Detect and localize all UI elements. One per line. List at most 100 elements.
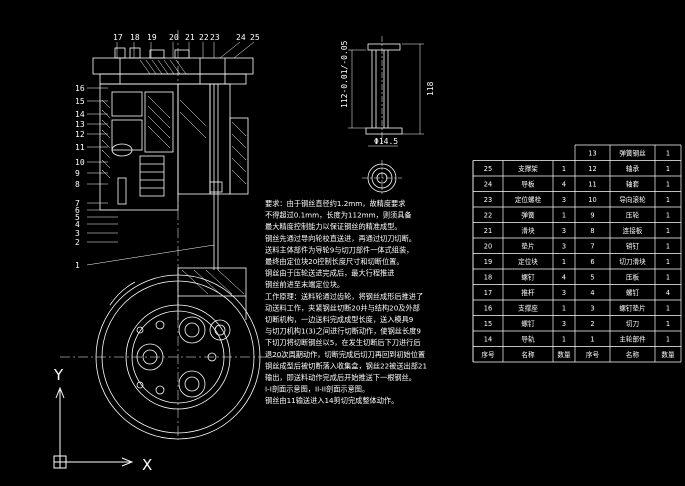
table-cell: 1 <box>666 196 670 204</box>
part-label-top: 18 <box>130 33 140 42</box>
part-label-left: 3 <box>75 229 80 238</box>
note-line: 钢丝前进至末端定位块。 <box>265 280 344 289</box>
main-assembly <box>92 47 254 320</box>
table-cell: 20 <box>484 243 492 251</box>
table-cell: 导板 <box>521 180 535 189</box>
note-line: 送料主体部件为导轮9与切刀部件一体式组装， <box>265 245 413 254</box>
part-label-left: 13 <box>75 120 85 129</box>
table-cell: 1 <box>666 336 670 344</box>
part-label-left: 7 <box>75 199 80 208</box>
part-label-left: 4 <box>75 220 80 229</box>
part-label-left: 2 <box>75 238 80 247</box>
table-cell: 1 <box>666 165 670 173</box>
table-cell: 螺钉 <box>521 319 535 328</box>
note-line: 退20次周期动作，切断完成后切刀再回到初始位置 <box>265 350 425 359</box>
table-cell: 19 <box>484 258 492 266</box>
table-header-cell: 序号 <box>481 350 495 359</box>
part-label-left: 12 <box>75 130 85 139</box>
table-cell: 9 <box>590 212 594 220</box>
table-cell: 3 <box>562 243 566 251</box>
table-cell: 8 <box>590 227 594 235</box>
part-label-left: 9 <box>75 169 80 178</box>
part-label-top: 20 <box>169 33 179 42</box>
note-line: 工作原理：送料轮通过齿轮，将钢丝成形后推进了 <box>265 292 423 301</box>
table-header-cell: 名称 <box>521 350 535 359</box>
note-line: 下切刀将切断钢丝以5，在发生切断后下刀进行后 <box>265 338 421 347</box>
part-label-top: 17 <box>113 33 123 42</box>
table-cell: 切刀 <box>626 320 639 328</box>
table-cell: 1 <box>666 212 670 220</box>
note-line: 钢丝由于压轮送进完成后，最大行程推进 <box>265 269 394 278</box>
part-label-top: 22 <box>199 33 209 42</box>
table-header-cell: 数量 <box>661 350 675 359</box>
table-cell: 4 <box>590 289 594 297</box>
note-line: 最大精度控制能力以保证钢丝的精准成型。 <box>265 222 402 231</box>
table-cell: 6 <box>590 258 594 266</box>
part-label-top: 24 <box>236 33 246 42</box>
table-cell: 1 <box>666 181 670 189</box>
table-cell: 4 <box>666 289 670 297</box>
column-hatch <box>179 99 247 185</box>
table-cell: 3 <box>562 227 566 235</box>
note-line: I-I剖面示意图，II-II剖面示意图。 <box>265 385 369 394</box>
table-cell: 1 <box>666 150 670 158</box>
part-label-left: 8 <box>75 180 80 189</box>
axis-triad <box>53 386 134 469</box>
table-cell: 螺钉 <box>626 288 640 297</box>
table-cell: 导向滚轮 <box>619 195 646 204</box>
table-cell: 4 <box>562 274 566 282</box>
table-cell: 压轮 <box>626 211 640 220</box>
table-cell: 4 <box>562 181 566 189</box>
note-line: 与切刀机构1(3)之间进行切断动作，使钢丝长度9 <box>265 327 421 336</box>
left-leaders <box>86 87 215 266</box>
dim-bottom: Φ14.5 <box>374 137 398 146</box>
part-label-top: 23 <box>210 33 220 42</box>
table-cell: 3 <box>562 320 566 328</box>
technical-notes: 要求：由于钢丝直径约1.2mm，故精度要求不得超过0.1mm，长度为112mm，… <box>265 199 427 405</box>
table-cell: 15 <box>484 320 492 328</box>
top-hatch <box>139 59 187 75</box>
table-cell: 1 <box>666 258 670 266</box>
table-cell: 定位块 <box>518 257 538 266</box>
part-label-top: 19 <box>147 33 157 42</box>
table-cell: 3 <box>590 305 594 313</box>
note-line: 切断机构，一边送料完成成型长度，送入模具9 <box>265 315 414 324</box>
table-cell: 支撑架 <box>518 164 538 173</box>
table-cell: 25 <box>484 165 492 173</box>
table-cell: 3 <box>562 196 566 204</box>
table-cell: 1 <box>562 212 566 220</box>
table-cell: 17 <box>484 289 492 297</box>
table-cell: 滑块 <box>521 226 535 235</box>
y-axis-label: Y <box>53 366 64 384</box>
note-line: 要求：由于钢丝直径约1.2mm，故精度要求 <box>265 199 405 208</box>
table-cell: 切刀滑块 <box>619 257 646 266</box>
table-cell: 16 <box>484 305 492 313</box>
table-cell: 1 <box>666 305 670 313</box>
table-cell: 23 <box>484 196 492 204</box>
table-cell: 1 <box>562 305 566 313</box>
table-cell: 14 <box>484 336 492 344</box>
table-cell: 轴承 <box>626 164 640 173</box>
note-line: 钢丝成型后被切断落入收集盒，钢丝22被送出部21 <box>265 361 427 370</box>
part-label-left: 11 <box>75 143 85 152</box>
table-cell: 21 <box>484 227 492 235</box>
table-cell: 销钉 <box>626 242 640 251</box>
table-cell: 1 <box>666 320 670 328</box>
table-cell: 螺钉垫片 <box>619 304 645 313</box>
table-cell: 1 <box>562 165 566 173</box>
table-cell: 24 <box>484 181 492 189</box>
table-cell: 导轨 <box>521 335 535 344</box>
table-cell: 弹簧 <box>521 211 535 220</box>
x-axis-label: X <box>142 456 152 474</box>
table-cell: 推杆 <box>521 288 535 297</box>
table-cell: 轴套 <box>626 180 640 189</box>
part-label-top: 21 <box>185 33 195 42</box>
part-label-left: 16 <box>75 84 85 93</box>
table-cell: 2 <box>590 320 594 328</box>
table-header-cell: 数量 <box>557 350 571 359</box>
table-cell: 7 <box>590 243 594 251</box>
